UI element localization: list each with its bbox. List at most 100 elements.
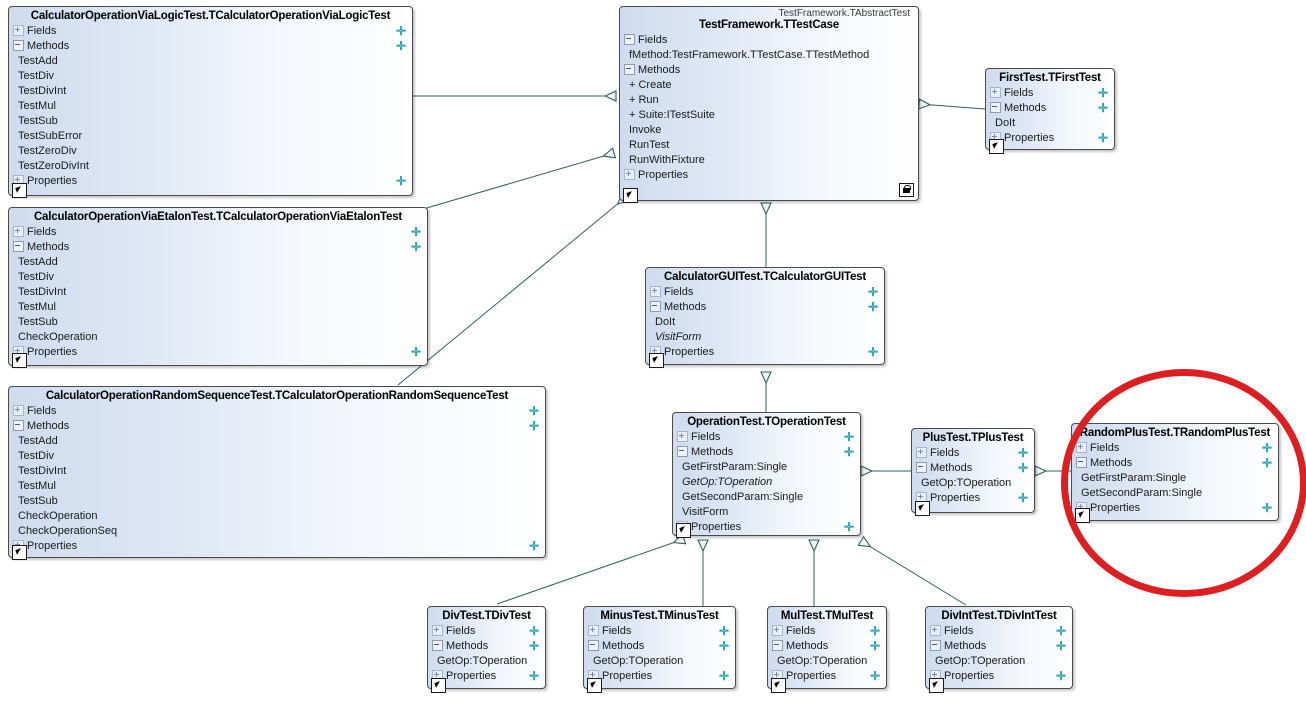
member-row[interactable]: RunTest (629, 139, 670, 151)
methods-section-header[interactable]: Methods ✛ (912, 461, 1034, 476)
expander-minus-icon[interactable] (916, 461, 927, 473)
expander-minus-icon[interactable] (930, 639, 941, 651)
add-property-icon[interactable]: ✛ (1097, 131, 1108, 145)
class-box-operation-test[interactable]: OperationTest.TOperationTest Fields ✛ Me… (672, 412, 861, 536)
fields-section-header[interactable]: Fields ✛ (9, 404, 545, 419)
member-row[interactable]: GetSecondParam:Single (1081, 487, 1203, 499)
add-method-icon[interactable]: ✛ (843, 445, 854, 459)
member-row[interactable]: TestAdd (18, 435, 58, 447)
fields-section-header[interactable]: Fields ✛ (1072, 441, 1278, 456)
add-field-icon[interactable]: ✛ (528, 624, 539, 638)
add-method-icon[interactable]: ✛ (1097, 101, 1108, 115)
add-field-icon[interactable]: ✛ (1017, 446, 1028, 460)
member-row[interactable]: GetOp:TOperation (682, 476, 773, 488)
class-box-div-int-test[interactable]: DivIntTest.TDivIntTest Fields ✛ Methods … (925, 606, 1073, 689)
class-box-test-framework-ttestcase[interactable]: TestFramework.TAbstractTest TestFramewor… (619, 6, 919, 201)
properties-section-header[interactable]: Properties ✛ (912, 491, 1034, 506)
member-row[interactable]: CheckOperation (18, 331, 98, 343)
expander-plus-icon[interactable] (624, 168, 635, 180)
member-row[interactable]: + Run (629, 94, 659, 106)
fields-section-header[interactable]: Fields ✛ (646, 285, 884, 300)
fields-section-header[interactable]: Fields ✛ (584, 624, 735, 639)
member-row[interactable]: TestDiv (18, 271, 55, 283)
add-method-icon[interactable]: ✛ (1055, 639, 1066, 653)
add-field-icon[interactable]: ✛ (869, 624, 880, 638)
expander-plus-icon[interactable] (13, 225, 24, 237)
add-property-icon[interactable]: ✛ (1261, 501, 1272, 515)
add-field-icon[interactable]: ✛ (1261, 441, 1272, 455)
methods-section-header[interactable]: Methods ✛ (9, 39, 412, 54)
class-box-div-test[interactable]: DivTest.TDivTest Fields ✛ Methods ✛ GetO… (427, 606, 546, 689)
member-row[interactable]: GetOp:TOperation (437, 655, 528, 667)
class-box-mul-test[interactable]: MulTest.TMulTest Fields ✛ Methods ✛ GetO… (767, 606, 887, 689)
add-method-icon[interactable]: ✛ (528, 419, 539, 433)
methods-section-header[interactable]: Methods ✛ (986, 101, 1114, 116)
properties-section-header[interactable]: Properties ✛ (9, 174, 412, 189)
add-property-icon[interactable]: ✛ (410, 345, 421, 359)
fields-section-header[interactable]: Fields ✛ (768, 624, 886, 639)
add-property-icon[interactable]: ✛ (718, 669, 729, 683)
add-method-icon[interactable]: ✛ (395, 39, 406, 53)
expander-plus-icon[interactable] (432, 624, 443, 636)
expander-minus-icon[interactable] (13, 419, 24, 431)
member-row[interactable]: TestAdd (18, 55, 58, 67)
expander-plus-icon[interactable] (677, 430, 688, 442)
properties-section-header[interactable]: Properties ✛ (926, 669, 1072, 684)
class-box-random-plus-test[interactable]: RandomPlusTest.TRandomPlusTest Fields ✛ … (1071, 423, 1279, 521)
properties-section-header[interactable]: Properties ✛ (584, 669, 735, 684)
methods-section-header[interactable]: Methods ✛ (926, 639, 1072, 654)
member-row[interactable]: TestSub (18, 316, 58, 328)
class-box-calculator-operation-via-etalon-test[interactable]: CalculatorOperationViaEtalonTest.TCalcul… (8, 207, 428, 366)
member-row[interactable]: GetSecondParam:Single (682, 491, 804, 503)
member-row[interactable]: GetFirstParam:Single (682, 461, 788, 473)
properties-section-header[interactable]: Properties ✛ (9, 345, 427, 360)
add-method-icon[interactable]: ✛ (718, 639, 729, 653)
expander-plus-icon[interactable] (1076, 441, 1087, 453)
class-box-plus-test[interactable]: PlusTest.TPlusTest Fields ✛ Methods ✛ Ge… (911, 428, 1035, 513)
fields-section-header[interactable]: Fields ✛ (912, 446, 1034, 461)
expander-minus-icon[interactable] (432, 639, 443, 651)
member-row[interactable]: TestSub (18, 495, 58, 507)
methods-section-header[interactable]: Methods ✛ (646, 300, 884, 315)
expander-minus-icon[interactable] (677, 445, 688, 457)
add-property-icon[interactable]: ✛ (395, 174, 406, 188)
add-field-icon[interactable]: ✛ (718, 624, 729, 638)
expander-plus-icon[interactable] (13, 24, 24, 36)
member-row[interactable]: CheckOperationSeq (18, 525, 118, 537)
field-row[interactable]: fMethod:TestFramework.TTestCase.TTestMet… (629, 49, 870, 61)
class-box-first-test[interactable]: FirstTest.TFirstTest Fields ✛ Methods ✛ … (985, 68, 1115, 150)
add-method-icon[interactable]: ✛ (1017, 461, 1028, 475)
expander-minus-icon[interactable] (624, 33, 635, 45)
add-field-icon[interactable]: ✛ (528, 404, 539, 418)
member-row[interactable]: VisitForm (655, 331, 702, 343)
methods-section-header[interactable]: Methods ✛ (1072, 456, 1278, 471)
class-box-calculator-operation-random-sequence-test[interactable]: CalculatorOperationRandomSequenceTest.TC… (8, 386, 546, 558)
member-row[interactable]: TestMul (18, 301, 56, 313)
methods-section-header[interactable]: Methods ✛ (9, 240, 427, 255)
fields-section-header[interactable]: Fields ✛ (673, 430, 860, 445)
methods-section-header[interactable]: Methods ✛ (768, 639, 886, 654)
expander-minus-icon[interactable] (650, 300, 661, 312)
expander-minus-icon[interactable] (772, 639, 783, 651)
fields-section-header[interactable]: Fields ✛ (926, 624, 1072, 639)
add-field-icon[interactable]: ✛ (395, 24, 406, 38)
expander-minus-icon[interactable] (588, 639, 599, 651)
properties-section-header[interactable]: Properties ✛ (428, 669, 545, 684)
properties-section-header[interactable]: Properties ✛ (646, 345, 884, 360)
class-box-calculator-operation-via-logic-test[interactable]: CalculatorOperationViaLogicTest.TCalcula… (8, 6, 413, 196)
member-row[interactable]: TestSub (18, 115, 58, 127)
member-row[interactable]: TestDiv (18, 70, 55, 82)
fields-section-header[interactable]: Fields (620, 33, 918, 48)
member-row[interactable]: TestDivInt (18, 85, 67, 97)
methods-section-header[interactable]: Methods (620, 63, 918, 78)
add-field-icon[interactable]: ✛ (867, 285, 878, 299)
properties-section-header[interactable]: Properties ✛ (9, 539, 545, 554)
member-row[interactable]: TestDivInt (18, 465, 67, 477)
add-property-icon[interactable]: ✛ (843, 520, 854, 534)
add-method-icon[interactable]: ✛ (867, 300, 878, 314)
methods-section-header[interactable]: Methods ✛ (428, 639, 545, 654)
add-field-icon[interactable]: ✛ (410, 225, 421, 239)
member-row[interactable]: TestZeroDivInt (18, 160, 89, 172)
methods-section-header[interactable]: Methods ✛ (9, 419, 545, 434)
add-method-icon[interactable]: ✛ (869, 639, 880, 653)
